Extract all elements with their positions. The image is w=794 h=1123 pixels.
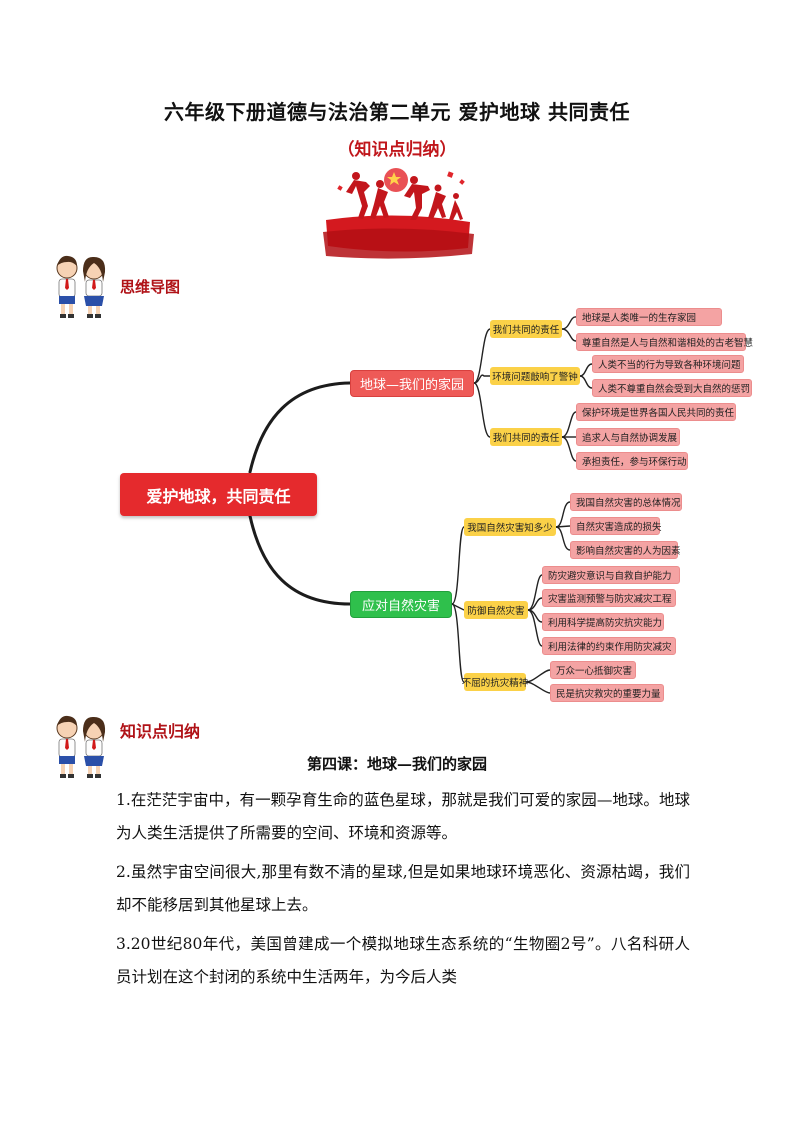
lesson-paragraph-3: 3.20世纪80年代，美国曾建成一个模拟地球生态系统的“生物圈2号”。八名科研人… [116, 935, 690, 986]
mindmap-leaf-node: 利用科学提高防灾抗灾能力 [542, 613, 664, 631]
page-subtitle: （知识点归纳） [337, 140, 457, 160]
mindmap-leaf-node: 人类不尊重自然会受到大自然的惩罚 [592, 379, 752, 397]
mindmap-sub-node: 我们共同的责任 [490, 428, 562, 446]
mindmap-sub-node: 不屈的抗灾精神 [462, 673, 528, 691]
runners-banner-illustration [323, 168, 474, 259]
mindmap-leaf-node: 保护环境是世界各国人民共同的责任 [576, 403, 736, 421]
mindmap-leaf-node: 灾害监测预警与防灾减灾工程 [542, 589, 676, 607]
mindmap-leaf-node: 人类不当的行为导致各种环境问题 [592, 355, 744, 373]
mindmap-sub-node: 我国自然灾害知多少 [464, 518, 556, 536]
mindmap-leaf-node: 万众一心抵御灾害 [550, 661, 636, 679]
mindmap-leaf-node: 地球是人类唯一的生存家园 [576, 308, 722, 326]
mindmap-leaf-node: 追求人与自然协调发展 [576, 428, 680, 446]
mindmap-leaf-node: 民是抗灾救灾的重要力量 [550, 684, 664, 702]
mindmap-branch-disaster: 应对自然灾害 [350, 591, 452, 618]
mindmap-leaf-node: 防灾避灾意识与自救自护能力 [542, 566, 680, 584]
lesson-heading: 第四课：地球—我们的家园 [306, 755, 487, 773]
mindmap-leaf-node: 利用法律的约束作用防灾减灾 [542, 637, 676, 655]
mindmap-root-node: 爱护地球，共同责任 [120, 473, 317, 516]
section-label-mindmap: 思维导图 [120, 278, 181, 296]
mindmap-leaf-node: 我国自然灾害的总体情况 [570, 493, 682, 511]
lesson-paragraph-2: 2.虽然宇宙空间很大,那里有数不清的星球,但是如果地球环境恶化、资源枯竭，我们却… [116, 863, 690, 914]
students-icon [56, 255, 106, 318]
mindmap-branch-home: 地球—我们的家园 [350, 370, 474, 397]
lesson-paragraph-1: 1.在茫茫宇宙中，有一颗孕育生命的蓝色星球，那就是我们可爱的家园—地球。地球为人… [116, 791, 690, 842]
mindmap-leaf-node: 尊重自然是人与自然和谐相处的古老智慧 [576, 333, 753, 351]
mindmap-sub-node: 防御自然灾害 [464, 601, 528, 619]
students-icon [56, 715, 106, 778]
mindmap-sub-node: 环境问题敲响了警钟 [490, 367, 580, 385]
mindmap-sub-node: 我们共同的责任 [490, 320, 562, 338]
mindmap-leaf-node: 承担责任，参与环保行动 [576, 452, 688, 470]
page-title: 六年级下册道德与法治第二单元 爱护地球 共同责任 [164, 100, 630, 124]
section-label-knowledge: 知识点归纳 [120, 722, 201, 741]
mindmap-leaf-node: 影响自然灾害的人为因素 [570, 541, 681, 559]
mindmap-leaf-node: 自然灾害造成的损失 [570, 517, 662, 535]
